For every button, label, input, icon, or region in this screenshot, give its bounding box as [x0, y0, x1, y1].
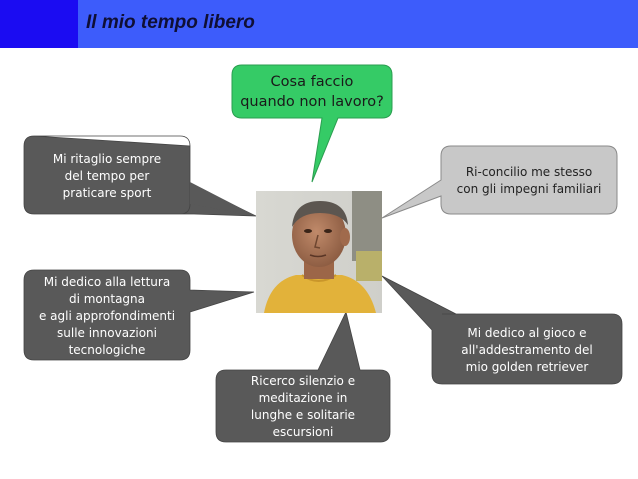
callout-question: Cosa faccio quando non lavoro?: [232, 66, 392, 118]
callout-reading: Mi dedico alla lettura di montagna e agl…: [24, 272, 190, 360]
header-bar: [0, 0, 638, 48]
portrait-illustration: [256, 191, 382, 313]
callout-question-text: Cosa faccio quando non lavoro?: [240, 74, 384, 110]
callout-family-shape: [381, 145, 618, 219]
callout-sport-text: Mi ritaglio sempre del tempo per pratica…: [52, 151, 162, 200]
callout-meditation-shape: [215, 310, 391, 443]
callout-family-text: Ri-concilio me stesso con gli impegni fa…: [456, 165, 602, 196]
callout-dog: Mi dedico al gioco e all'addestramento d…: [432, 316, 622, 384]
callout-sport: Mi ritaglio sempre del tempo per pratica…: [24, 138, 190, 214]
slide-title: Il mio tempo libero: [86, 12, 255, 33]
callout-dog-shape: [381, 275, 623, 385]
callout-family: Ri-concilio me stesso con gli impegni fa…: [441, 148, 617, 214]
callout-meditation: Ricerco silenzio e meditazione in lunghe…: [216, 372, 390, 442]
callout-dog-text: Mi dedico al gioco e all'addestramento d…: [461, 325, 593, 374]
header-accent-block: [0, 0, 78, 48]
callout-question-shape: [231, 64, 393, 183]
callout-reading-shape: [23, 269, 255, 361]
callout-meditation-text: Ricerco silenzio e meditazione in lunghe…: [250, 374, 356, 439]
portrait-photo: [256, 191, 382, 313]
callout-sport-shape: [23, 135, 257, 217]
callout-reading-text: Mi dedico alla lettura di montagna e agl…: [38, 274, 176, 357]
